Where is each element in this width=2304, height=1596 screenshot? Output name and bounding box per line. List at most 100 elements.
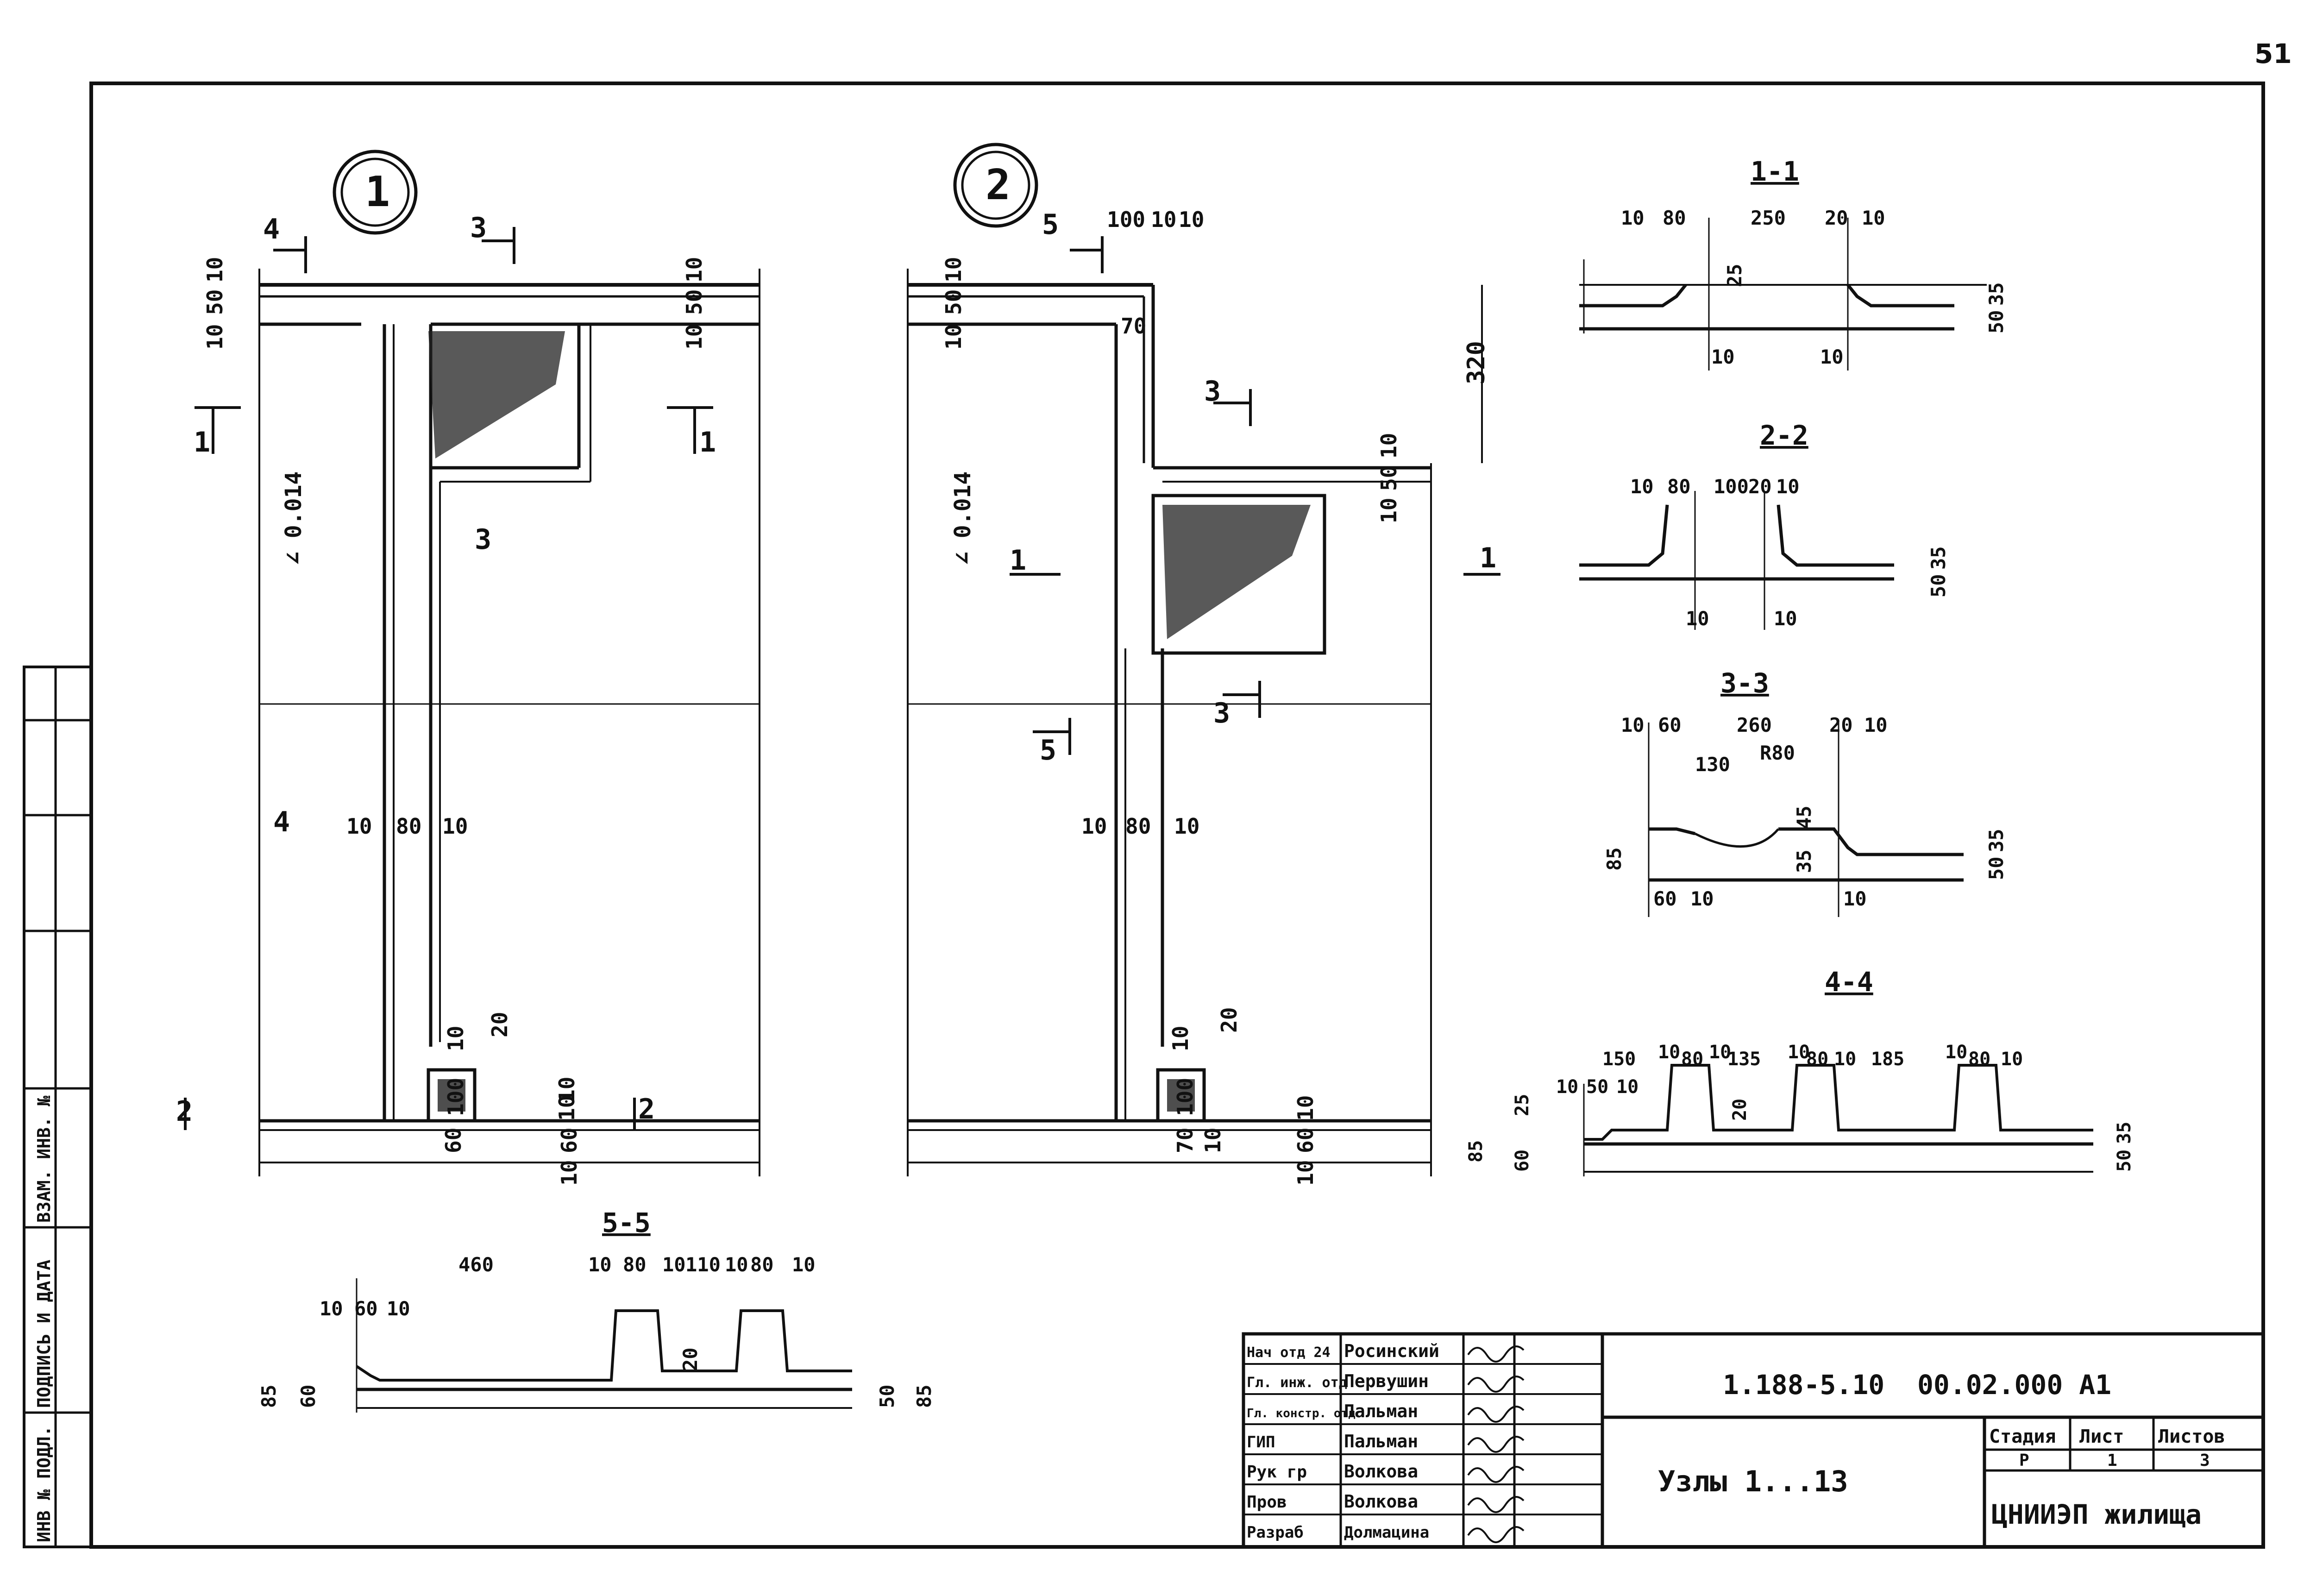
svg-text:10: 10: [662, 1253, 686, 1276]
svg-text:20: 20: [1825, 207, 1848, 229]
svg-text:1: 1: [1010, 544, 1026, 577]
section-5-5: [356, 1278, 852, 1413]
sig-role-0: Нач отд 24: [1247, 1345, 1331, 1361]
svg-text:10: 10: [1788, 1042, 1810, 1063]
svg-text:80: 80: [1968, 1049, 1990, 1070]
svg-text:10: 10: [1709, 1042, 1731, 1063]
node-2-slope: ∠ 0.014: [950, 471, 976, 565]
svg-text:20: 20: [679, 1347, 702, 1371]
svg-text:10: 10: [1834, 1049, 1856, 1070]
drawing-title: Узлы 1...13: [1658, 1464, 1848, 1498]
svg-text:60: 60: [1658, 714, 1682, 736]
section-4-4: [1583, 1064, 2093, 1176]
svg-text:10: 10: [346, 814, 372, 839]
svg-text:45: 45: [1793, 805, 1815, 829]
svg-text:4: 4: [273, 806, 290, 838]
svg-text:5: 5: [1040, 734, 1056, 767]
svg-text:100: 100: [1173, 1078, 1198, 1116]
sig-name-6: Долмацина: [1344, 1523, 1429, 1542]
sig-role-1: Гл. инж. отд: [1247, 1375, 1347, 1391]
svg-text:60: 60: [557, 1128, 582, 1153]
svg-text:35: 35: [1985, 282, 2008, 306]
svg-text:460: 460: [458, 1253, 494, 1276]
svg-text:10: 10: [1179, 207, 1204, 232]
svg-text:320: 320: [1463, 341, 1490, 384]
node-2-labels: 2 5 100 10 10 10 50 10 70 320 3 10 50 10…: [941, 161, 1496, 1186]
svg-text:4: 4: [263, 213, 280, 245]
svg-text:35: 35: [1927, 546, 1950, 570]
svg-text:20: 20: [1748, 475, 1772, 498]
svg-text:60: 60: [1512, 1150, 1533, 1172]
svg-text:10: 10: [1843, 887, 1867, 910]
sig-role-5: Пров: [1247, 1493, 1287, 1512]
svg-text:10: 10: [2001, 1049, 2023, 1070]
svg-text:260: 260: [1737, 714, 1772, 736]
svg-text:10: 10: [1376, 498, 1401, 523]
svg-text:185: 185: [1871, 1049, 1904, 1070]
svg-text:35: 35: [1985, 829, 2008, 852]
signature-scribbles: [1467, 1345, 1525, 1543]
section-2-2: [1579, 491, 1894, 630]
svg-text:50: 50: [1985, 856, 2008, 880]
svg-text:10: 10: [1293, 1160, 1318, 1186]
svg-text:35: 35: [1793, 849, 1815, 873]
svg-text:10: 10: [1168, 1026, 1193, 1051]
svg-text:50: 50: [876, 1384, 898, 1408]
svg-text:10: 10: [1174, 814, 1199, 839]
svg-text:85: 85: [1465, 1140, 1487, 1162]
node-1-plan: [184, 150, 760, 1176]
svg-text:70: 70: [1173, 1128, 1198, 1153]
stamp-col1: ИНВ № ПОДЛ.: [34, 1426, 54, 1542]
svg-text:1: 1: [699, 426, 716, 459]
node-1-marker: [333, 150, 418, 235]
svg-text:85: 85: [257, 1384, 280, 1408]
svg-text:10: 10: [1293, 1095, 1318, 1121]
sig-name-0: Росинский: [1344, 1341, 1439, 1361]
svg-text:20: 20: [1829, 714, 1853, 736]
svg-text:50: 50: [1985, 310, 2008, 333]
svg-text:10: 10: [1776, 475, 1800, 498]
svg-text:20: 20: [487, 1012, 512, 1037]
svg-text:50: 50: [1376, 465, 1401, 491]
section-2-2-title: 2-2: [1760, 420, 1808, 451]
svg-text:80: 80: [750, 1253, 774, 1276]
svg-text:20: 20: [1217, 1007, 1242, 1033]
svg-text:10: 10: [1621, 714, 1645, 736]
svg-text:100: 100: [1714, 475, 1749, 498]
stage-header: Стадия: [1989, 1426, 2056, 1447]
svg-text:2: 2: [176, 1095, 193, 1128]
svg-text:80: 80: [1681, 1049, 1703, 1070]
sig-role-2: Гл. констр. отд: [1247, 1407, 1356, 1420]
svg-text:25: 25: [1723, 264, 1746, 287]
svg-text:10: 10: [1658, 1042, 1680, 1063]
svg-text:10: 10: [725, 1253, 748, 1276]
svg-text:1: 1: [194, 426, 210, 459]
svg-text:20: 20: [1729, 1099, 1751, 1121]
svg-text:10: 10: [1820, 346, 1844, 368]
svg-text:110: 110: [685, 1253, 721, 1276]
svg-text:60: 60: [354, 1297, 378, 1320]
sheets-value: 3: [2200, 1451, 2210, 1470]
svg-text:10: 10: [1200, 1128, 1225, 1153]
svg-text:130: 130: [1695, 753, 1730, 776]
svg-text:5: 5: [1042, 208, 1059, 241]
stage-value: Р: [2019, 1451, 2029, 1470]
svg-text:1: 1: [1480, 542, 1496, 574]
svg-text:10: 10: [320, 1297, 343, 1320]
sheet-header: Лист: [2079, 1426, 2124, 1447]
node-1-slope: ∠ 0.014: [281, 471, 307, 565]
svg-text:80: 80: [623, 1253, 647, 1276]
svg-text:80: 80: [1125, 814, 1151, 839]
side-stamp: ВЗАМ. ИНВ. № ПОДПИСЬ И ДАТА ИНВ № ПОДЛ.: [23, 666, 93, 1548]
page-number: 51: [2254, 38, 2292, 69]
svg-text:80: 80: [396, 814, 421, 839]
doc-code: 1.188-5.10: [1723, 1369, 1884, 1401]
svg-text:R80: R80: [1760, 741, 1795, 764]
svg-text:50: 50: [202, 289, 227, 315]
svg-text:135: 135: [1727, 1049, 1761, 1070]
svg-text:70: 70: [1121, 314, 1146, 339]
section-1-1: [1579, 218, 1987, 371]
svg-text:10: 10: [1556, 1076, 1578, 1098]
svg-text:50: 50: [941, 289, 966, 315]
svg-text:10: 10: [682, 324, 707, 350]
